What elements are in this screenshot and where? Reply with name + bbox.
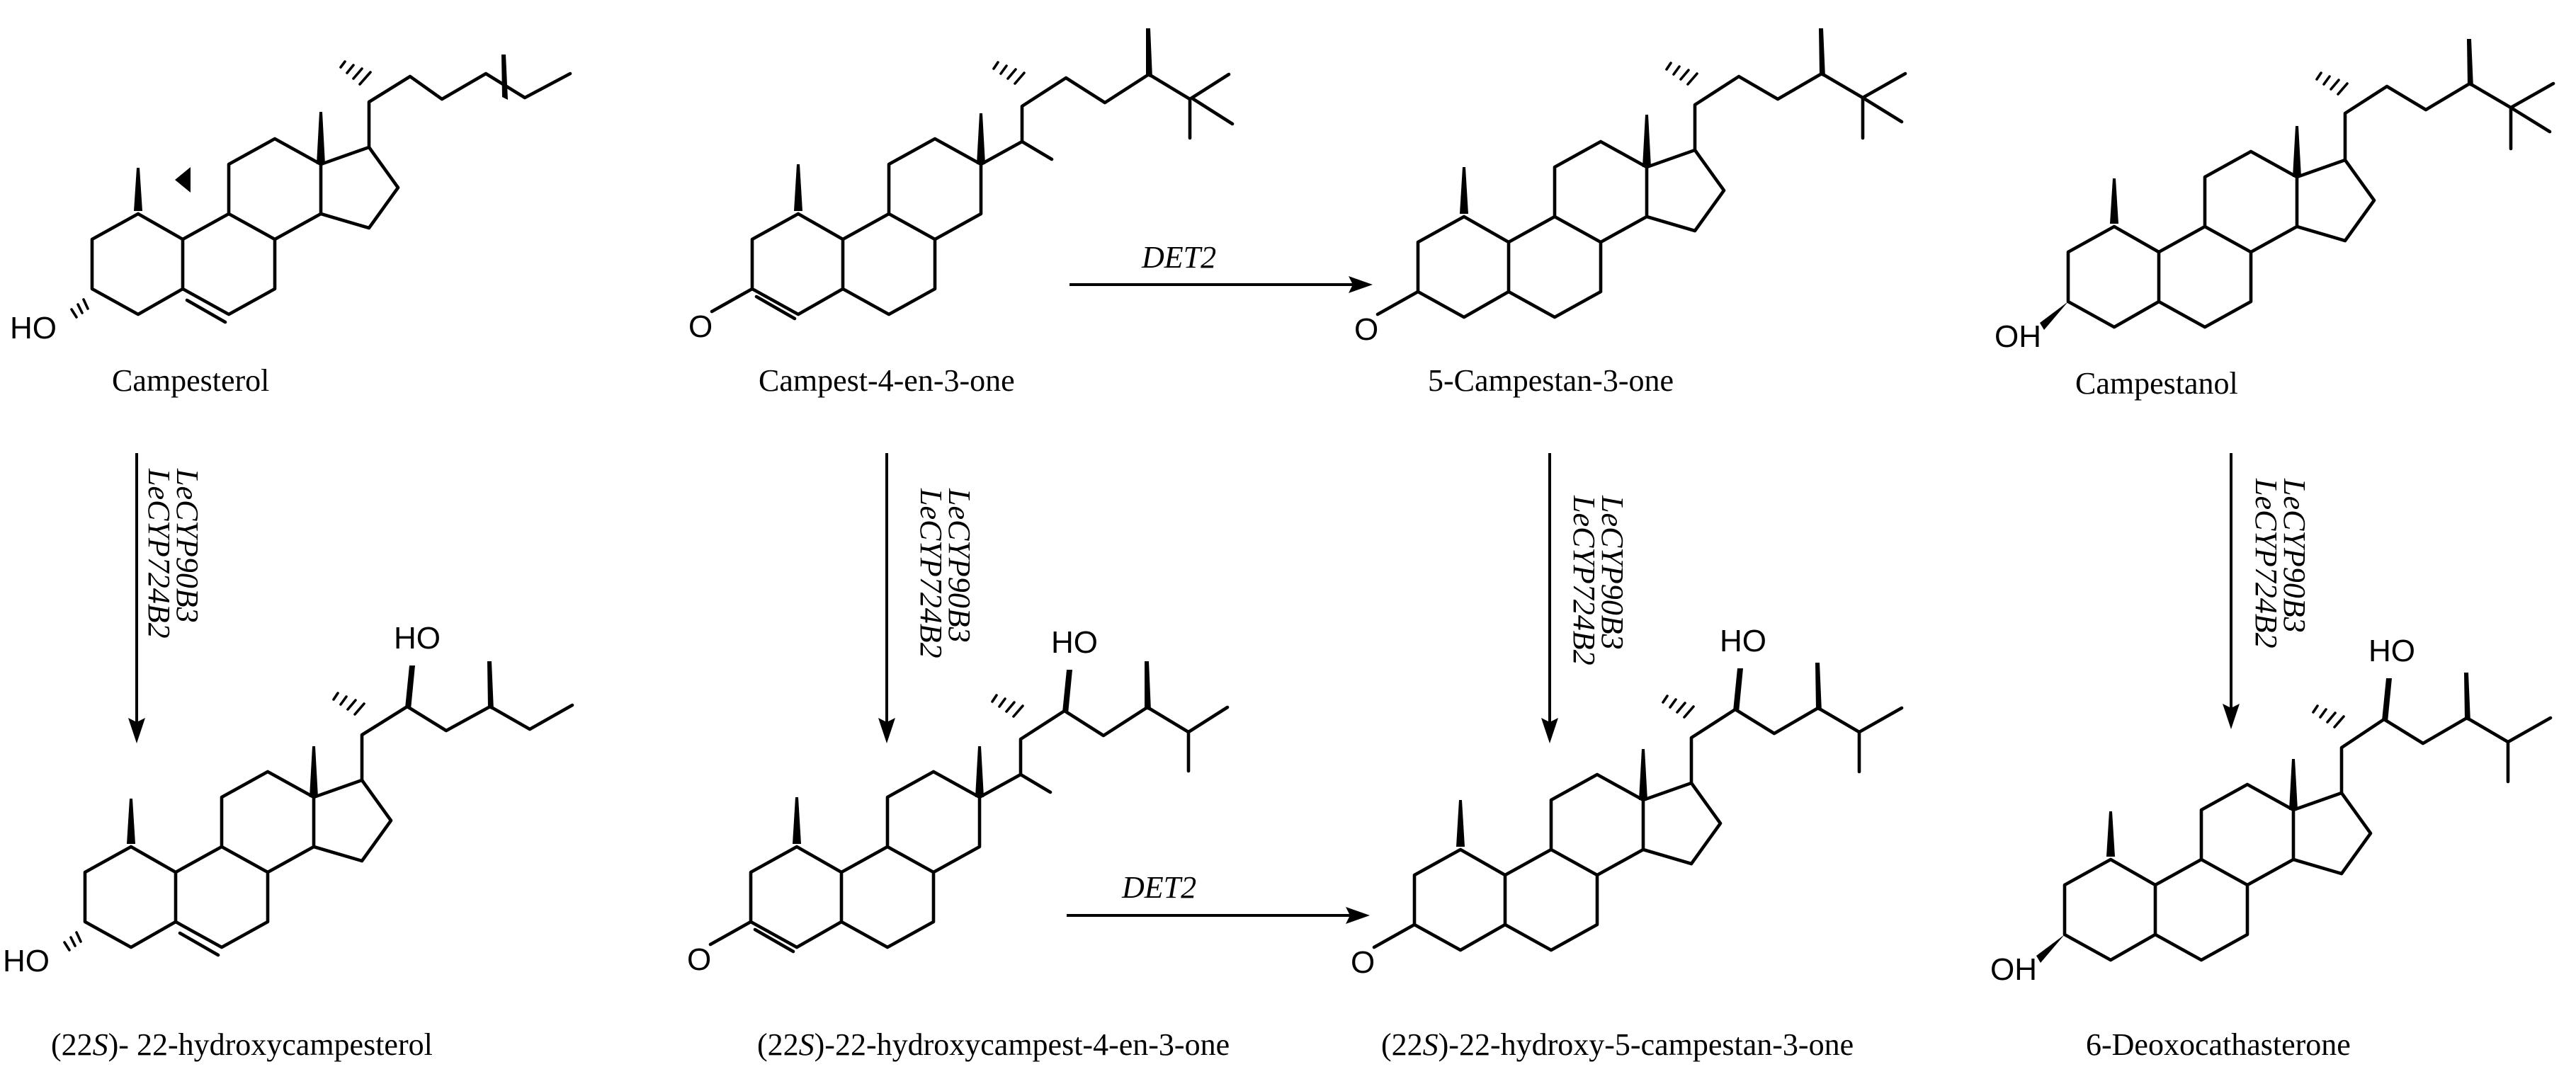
molecule-22s-hydroxycampest-4-en-3-one: HO O (22S)-22-hydroxycampest-4-en-3-one	[687, 625, 1230, 1062]
hydroxyl-label: HO	[2368, 634, 2415, 668]
cyp-arrow-4: LeCYP90B3 LeCYP724B2	[2223, 453, 2312, 729]
cyp-arrow-2: LeCYP90B3 LeCYP724B2	[878, 453, 977, 743]
hydroxyl-label: OH	[1995, 319, 2041, 354]
compound-label: 5-Campestan-3-one	[1428, 363, 1674, 398]
enzyme-label-det2: DET2	[1121, 870, 1196, 905]
oxygen-label: O	[1354, 312, 1378, 347]
enzyme-label-cyp724b2: LeCYP724B2	[2249, 478, 2283, 649]
hashed-bond	[991, 694, 1024, 718]
enzyme-label-cyp90b3: LeCYP90B3	[170, 468, 205, 623]
hydroxyl-label: HO	[1720, 624, 1766, 658]
compound-label: Campestanol	[2075, 366, 2238, 401]
oxygen-label: O	[1351, 945, 1375, 980]
compound-label: Campest-4-en-3-one	[759, 363, 1015, 398]
oxygen-label: O	[688, 309, 713, 344]
enzyme-label-cyp90b3: LeCYP90B3	[942, 488, 977, 643]
hydroxyl-label: HO	[10, 311, 57, 345]
molecule-22s-hydroxycampesterol: HO HO (22S)- 22-hydroxycampesterol	[3, 621, 574, 1062]
det2-arrow-top: DET2	[1069, 240, 1373, 293]
compound-label: Campesterol	[112, 363, 269, 398]
enzyme-label-cyp90b3: LeCYP90B3	[1595, 495, 1630, 650]
hydroxyl-label: HO	[394, 621, 441, 656]
det2-arrow-bottom: DET2	[1067, 870, 1370, 924]
enzyme-label-det2: DET2	[1141, 240, 1216, 275]
hashed-bond	[332, 692, 365, 716]
hashed-bond	[2312, 704, 2345, 729]
compound-label: 6-Deoxocathasterone	[2086, 1027, 2351, 1062]
enzyme-label-cyp90b3: LeCYP90B3	[2277, 478, 2312, 633]
hashed-bond	[992, 61, 1026, 85]
hashed-bond	[1665, 62, 1698, 86]
compound-label: (22S)-22-hydroxy-5-campestan-3-one	[1381, 1027, 1854, 1062]
hashed-bond	[63, 931, 82, 952]
molecule-22s-hydroxy-5-campestan-3-one: HO O (22S)-22-hydroxy-5-campestan-3-one	[1351, 624, 1904, 1062]
molecule-campesterol: HO Campesterol	[10, 55, 572, 398]
enzyme-label-cyp724b2: LeCYP724B2	[1567, 495, 1601, 665]
molecule-campestanol: OH Campestanol	[1995, 39, 2555, 401]
molecule-6-deoxocathasterone: HO OH 6-Deoxocathasterone	[1990, 634, 2553, 1062]
oxygen-label: O	[687, 942, 711, 977]
molecule-5-campestan-3-one: O 5-Campestan-3-one	[1354, 28, 1907, 398]
hashed-bond	[70, 298, 89, 319]
enzyme-label-cyp724b2: LeCYP724B2	[142, 468, 176, 639]
hashed-bond	[1662, 695, 1695, 719]
hydroxyl-label: HO	[3, 944, 50, 978]
cyp-arrow-3: LeCYP90B3 LeCYP724B2	[1541, 453, 1630, 743]
compound-label: (22S)- 22-hydroxycampesterol	[51, 1027, 433, 1062]
hydroxyl-label: HO	[1051, 625, 1098, 660]
cyp-arrow-1: LeCYP90B3 LeCYP724B2	[128, 453, 205, 743]
hashed-bond	[2315, 72, 2349, 96]
compound-label: (22S)-22-hydroxycampest-4-en-3-one	[757, 1027, 1230, 1062]
molecule-campest-4-en-3-one: O Campest-4-en-3-one	[688, 28, 1235, 398]
enzyme-label-cyp724b2: LeCYP724B2	[914, 488, 948, 658]
hydroxyl-label: OH	[1990, 952, 2037, 987]
hashed-bond	[339, 60, 372, 86]
